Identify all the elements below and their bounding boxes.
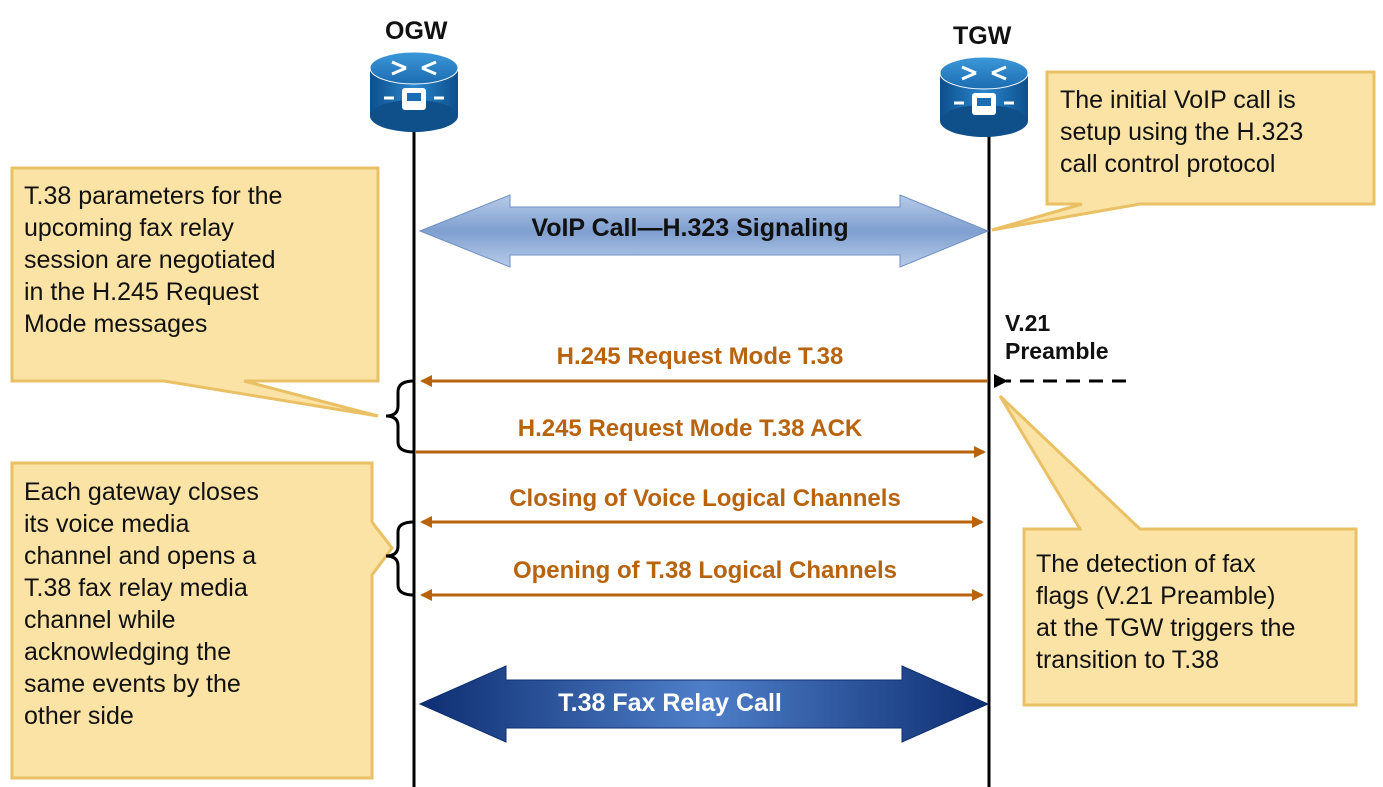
callout-line: channel while: [24, 606, 176, 634]
callout-line: flags (V.21 Preamble): [1036, 582, 1276, 610]
callout-line: The initial VoIP call is: [1060, 86, 1296, 114]
voip-call-band: [418, 194, 990, 268]
ogw-label: OGW: [385, 17, 448, 45]
callout-gateway-close-box: [10, 461, 394, 780]
callout-line: upcoming fax relay: [24, 214, 234, 242]
brace-request-mode: [385, 379, 415, 454]
opening-channels-label: Opening of T.38 Logical Channels: [512, 557, 898, 584]
request-mode-ack-label: H.245 Request Mode T.38 ACK: [517, 415, 863, 442]
callout-line: Each gateway closes: [24, 478, 259, 506]
callout-line: Mode messages: [24, 310, 208, 338]
callout-line: transition to T.38: [1036, 646, 1219, 674]
callout-detection-box: [998, 394, 1358, 707]
fax-band-label: T.38 Fax Relay Call: [558, 689, 782, 717]
callout-line: channel and opens a: [24, 542, 257, 570]
callout-detection-text: The detection of fax flags (V.21 Preambl…: [1036, 548, 1295, 676]
callout-gateway-close-text: Each gateway closes its voice media chan…: [24, 476, 259, 732]
callout-initial-voip-box: [991, 70, 1376, 232]
callout-line: session are negotiated: [24, 246, 276, 274]
callout-line: call control protocol: [1060, 150, 1276, 178]
callout-initial-voip-text: The initial VoIP call is setup using the…: [1060, 84, 1303, 180]
callout-line: other side: [24, 702, 134, 730]
callout-line: T.38 fax relay media: [24, 574, 248, 602]
callout-line: same events by the: [24, 670, 241, 698]
brace-channels: [385, 520, 415, 597]
tgw-label: TGW: [953, 22, 1012, 50]
callout-line: at the TGW triggers the: [1036, 614, 1296, 642]
callout-t38-params-text: T.38 parameters for the upcoming fax rel…: [24, 180, 282, 340]
callout-line: T.38 parameters for the: [24, 182, 283, 210]
closing-channels-label: Closing of Voice Logical Channels: [509, 485, 901, 512]
callout-line: acknowledging the: [24, 638, 232, 666]
callout-t38-params-box: [10, 166, 380, 418]
tgw-router-icon: [939, 56, 1029, 137]
request-mode-label: H.245 Request Mode T.38: [556, 343, 844, 370]
callout-line: setup using the H.323: [1060, 118, 1304, 146]
ogw-router-icon: [369, 51, 459, 132]
callout-line: The detection of fax: [1036, 550, 1256, 578]
v21-preamble-label: V.21 Preamble: [1005, 309, 1109, 365]
voip-band-label: VoIP Call—H.323 Signaling: [531, 214, 849, 242]
callout-line: its voice media: [24, 510, 190, 538]
v21-label: V.21: [1005, 310, 1051, 336]
fax-relay-call-band: [418, 665, 990, 743]
callout-line: in the H.245 Request: [24, 278, 259, 306]
preamble-label: Preamble: [1005, 338, 1109, 364]
